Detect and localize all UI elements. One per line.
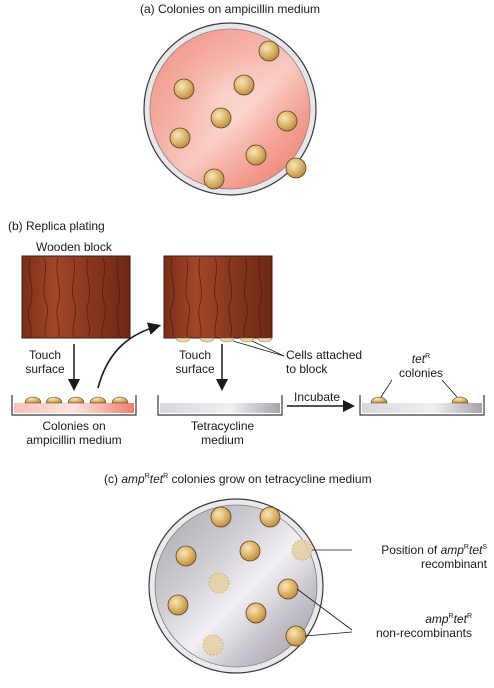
wooden-block-label: Wooden block [36, 240, 112, 254]
colony [285, 157, 307, 179]
colony [210, 506, 232, 528]
colony [285, 625, 307, 647]
colony [259, 506, 281, 528]
non-recombinants-label: ampRtetR non-recombinants [375, 612, 472, 640]
tetracycline-dish-side [157, 395, 283, 416]
colony [258, 40, 280, 62]
tetracycline-plate-colonies [167, 506, 313, 656]
incubate-label: Incubate [294, 390, 341, 404]
colony [277, 578, 299, 600]
panel-a-title: (a) Colonies on ampicillin medium [139, 2, 321, 16]
wooden-block-right [163, 255, 273, 343]
missing-colony [291, 539, 313, 561]
colony [245, 144, 267, 166]
touch-surface-label-1: Touch surface [25, 348, 65, 376]
cells-on-block [175, 337, 273, 343]
colony [239, 540, 261, 562]
colony [173, 78, 195, 100]
recombinant-label: Position of ampRtetS recombinant [381, 543, 487, 571]
colony [233, 74, 255, 96]
ampicillin-plate-colonies [169, 40, 307, 190]
ampicillin-plate [143, 22, 317, 196]
tetracycline-plate [148, 498, 324, 674]
colony [245, 602, 267, 624]
colony [203, 168, 225, 190]
colony [175, 545, 197, 567]
colony [276, 110, 298, 132]
panel-c-title: (c) ampRtetR colonies grow on tetracycli… [104, 472, 372, 486]
transfer-arrow [97, 322, 162, 389]
wooden-block-left [21, 255, 131, 339]
colony [210, 107, 232, 129]
tet-colonies-label: tetR colonies [398, 352, 444, 380]
colony [169, 127, 191, 149]
cells-attached-label: Cells attached to block [286, 348, 363, 376]
incubated-dish-side [359, 379, 485, 416]
colonies-on-amp-label: Colonies on ampicillin medium [26, 419, 122, 447]
tetracycline-medium-label: Tetracycline medium [190, 419, 255, 447]
colony [167, 594, 189, 616]
ampicillin-dish-side [11, 395, 137, 416]
panel-b-title: (b) Replica plating [8, 219, 105, 233]
missing-colony [202, 634, 224, 656]
touch-surface-label-2: Touch surface [175, 348, 215, 376]
missing-colony [208, 572, 230, 594]
